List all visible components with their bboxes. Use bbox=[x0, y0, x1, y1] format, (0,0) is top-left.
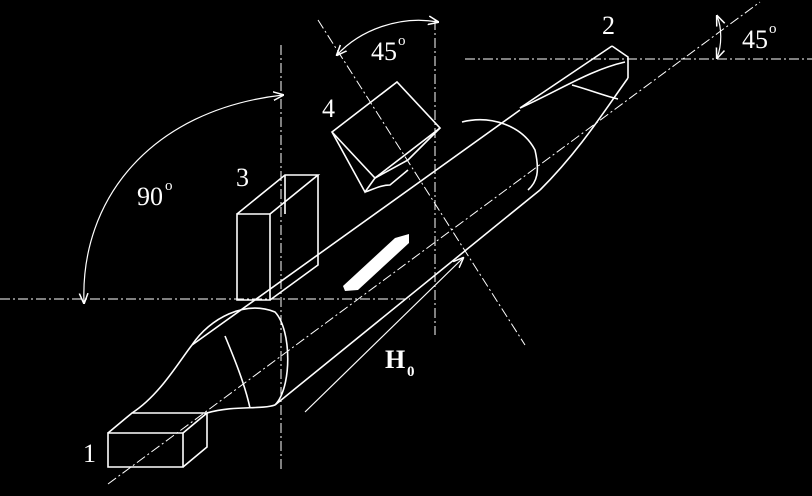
port4-box bbox=[330, 80, 442, 194]
angle-45-top-arc bbox=[337, 20, 438, 55]
angle-90-degree: o bbox=[165, 178, 173, 194]
main-waveguide-axis bbox=[107, 1, 761, 485]
port3-box bbox=[236, 174, 321, 301]
port2-label: 2 bbox=[602, 11, 615, 40]
angle-45-top-label: 45 bbox=[371, 37, 397, 66]
field-h0-subscript: 0 bbox=[407, 364, 415, 380]
angle-90-label: 90 bbox=[137, 182, 163, 211]
port4-label: 4 bbox=[322, 94, 335, 123]
port1-rect-waveguide bbox=[107, 344, 276, 468]
ferrite-element bbox=[343, 234, 409, 291]
angle-90-arc bbox=[84, 95, 283, 303]
field-h0-arrow bbox=[304, 258, 463, 413]
diagonal-axis-45 bbox=[317, 19, 526, 346]
angle-45-top-degree: o bbox=[398, 33, 406, 49]
port3-label: 3 bbox=[236, 163, 249, 192]
angle-45-right-label: 45 bbox=[742, 25, 768, 54]
field-h0-label: H bbox=[385, 345, 405, 374]
port1-label: 1 bbox=[83, 439, 96, 468]
angle-45-right-degree: o bbox=[769, 21, 777, 37]
angle-45-right-arc bbox=[717, 16, 721, 58]
main-waveguide-body bbox=[191, 45, 629, 409]
